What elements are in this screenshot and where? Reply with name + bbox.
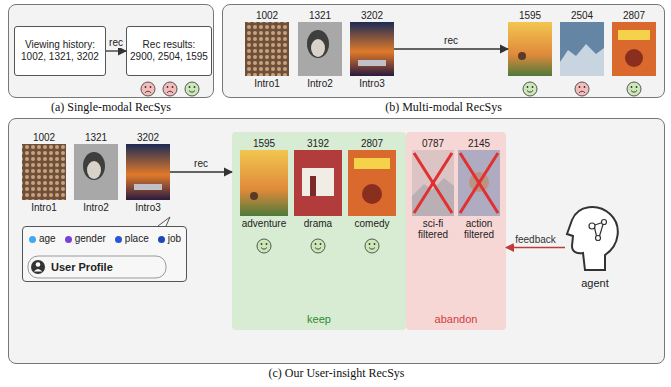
happy-face [365,239,379,253]
panel-caption: (c) Our User-insight RecSys [0,366,671,380]
movie-tag: Intro2 [60,202,132,213]
movie-id: 0787 [398,138,468,149]
movie-tag: sci-fi filtered [409,218,457,240]
movie-poster [508,22,552,76]
filtered-poster [458,150,500,216]
movie-tag: adventure [226,218,302,229]
happy-face [627,82,641,96]
attribute-dot [29,236,36,243]
sad-face [141,82,155,96]
attribute-label: gender [75,233,106,245]
movie-poster [245,22,289,76]
attribute-label: age [39,233,56,245]
movie-tag: action filtered [455,218,503,240]
attribute-item: job [158,233,181,245]
movie-poster [560,22,604,76]
box-node: Viewing history: 1002, 1321, 3202 [14,26,106,76]
edge-label: rec [107,37,125,48]
movie-poster [294,150,342,216]
region-label: abandon [406,313,506,326]
sad-face [575,82,589,96]
movie-id: 1595 [226,138,302,149]
movie-id: 1321 [284,10,356,21]
profile-node: User Profile age gender place job [22,226,187,282]
movie-id: 2807 [598,10,670,21]
edge-label: feedback [513,234,558,245]
panel-caption: (b) Multi-modal RecSys [213,100,671,114]
attribute-item: gender [65,233,106,245]
movie-tag: Intro3 [112,202,184,213]
connector-arrow [170,171,232,172]
movie-id: 3192 [280,138,356,149]
movie-tag: Intro2 [284,78,356,89]
attribute-label: place [125,233,149,245]
movie-poster [22,144,66,200]
connector-arrow [506,247,565,248]
list-text: Viewing history: 1002, 1321, 3202 [18,39,102,63]
box-node: Rec results: 2900, 2504, 1595 [126,26,212,76]
movie-poster [348,150,396,216]
filtered-poster [412,150,454,216]
movie-id: 1002 [231,10,303,21]
attribute-item: place [115,233,149,245]
movie-id: 1321 [60,132,132,143]
attribute-dot [158,236,165,243]
movie-id: 2807 [334,138,410,149]
movie-tag: Intro1 [8,202,80,213]
happy-face [257,239,271,253]
attribute-dot [115,236,122,243]
movie-poster [612,22,656,76]
movie-id: 2504 [546,10,618,21]
happy-face [311,239,325,253]
profile-title: User Profile [51,261,113,274]
movie-id: 2145 [444,138,514,149]
movie-poster [74,144,118,200]
movie-tag: Intro3 [336,78,408,89]
movie-id: 3202 [112,132,184,143]
region-label: keep [232,313,406,326]
attribute-label: job [168,233,181,245]
movie-tag: comedy [334,218,410,229]
movie-id: 1002 [8,132,80,143]
edge-label: rec [192,158,210,169]
movie-poster [298,22,342,76]
user-icon [31,260,45,274]
agent-label: agent [559,277,631,290]
panel-caption: (a) Single-modal RecSys [0,100,223,114]
movie-tag: drama [280,218,356,229]
attribute-item: age [29,233,56,245]
sad-face [163,82,177,96]
movie-poster [126,144,170,200]
movie-tag: Intro1 [231,78,303,89]
connector-arrow [106,50,126,51]
movie-id: 3202 [336,10,408,21]
movie-id: 1595 [494,10,566,21]
happy-face [185,82,199,96]
movie-poster [350,22,394,76]
edge-label: rec [442,35,460,46]
connector-arrow [394,48,508,49]
movie-poster [240,150,288,216]
list-text: Rec results: 2900, 2504, 1595 [130,39,208,63]
attribute-row: age gender place job [29,233,181,245]
attribute-dot [65,236,72,243]
happy-face [523,82,537,96]
